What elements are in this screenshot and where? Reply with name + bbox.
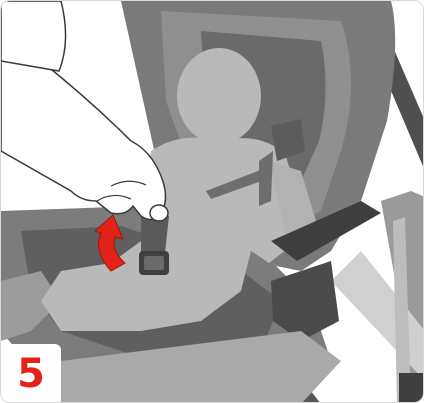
buckle-icon — [139, 251, 169, 275]
step-badge: 5 — [1, 344, 61, 403]
step-number: 5 — [17, 354, 45, 394]
